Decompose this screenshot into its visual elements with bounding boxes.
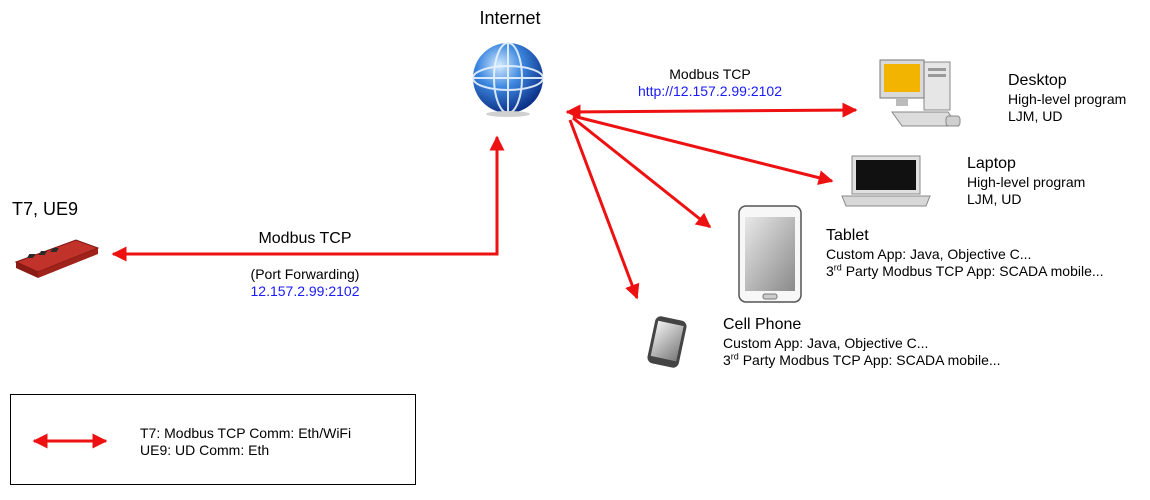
left-link-note: (Port Forwarding) bbox=[250, 266, 360, 282]
desktop-computer-icon bbox=[879, 59, 961, 127]
internet-to-desktop-arrow bbox=[565, 102, 858, 120]
labjack-device-icon bbox=[14, 239, 100, 278]
left-link-address: 12.157.2.99:2102 bbox=[250, 283, 360, 299]
legend-box bbox=[10, 394, 416, 485]
internet-to-phone-arrow bbox=[568, 119, 640, 300]
client-phone-name: Cell Phone bbox=[723, 316, 802, 333]
tablet-icon bbox=[738, 205, 802, 303]
client-phone-line2: 3rd Party Modbus TCP App: SCADA mobile..… bbox=[723, 351, 1001, 368]
client-laptop-line2: LJM, UD bbox=[967, 191, 1022, 207]
legend-line2: UE9: UD Comm: Eth bbox=[140, 442, 270, 458]
client-tablet-line1: Custom App: Java, Objective C... bbox=[826, 246, 1032, 262]
internet-label: Internet bbox=[479, 8, 541, 28]
client-tablet-name: Tablet bbox=[826, 227, 869, 244]
right-link-address: http://12.157.2.99:2102 bbox=[637, 83, 782, 99]
left-link-protocol: Modbus TCP bbox=[258, 230, 352, 247]
right-link-protocol: Modbus TCP bbox=[669, 66, 751, 82]
laptop-icon bbox=[841, 155, 931, 207]
client-desktop-name: Desktop bbox=[1008, 72, 1067, 89]
client-desktop-line2: LJM, UD bbox=[1008, 108, 1063, 124]
client-desktop-line1: High-level program bbox=[1008, 91, 1127, 107]
client-laptop-line1: High-level program bbox=[967, 174, 1086, 190]
client-phone-line1: Custom App: Java, Objective C... bbox=[723, 335, 929, 351]
globe-icon bbox=[472, 42, 544, 117]
cell-phone-icon bbox=[647, 316, 687, 368]
device-to-internet-arrow bbox=[111, 135, 505, 262]
internet-to-tablet-arrow bbox=[572, 116, 712, 229]
client-tablet-line2: 3rd Party Modbus TCP App: SCADA mobile..… bbox=[826, 262, 1104, 279]
internet-to-laptop-arrow bbox=[572, 114, 834, 185]
client-laptop-name: Laptop bbox=[967, 155, 1016, 172]
device-label: T7, UE9 bbox=[12, 199, 79, 219]
legend-line1: T7: Modbus TCP Comm: Eth/WiFi bbox=[140, 425, 352, 441]
